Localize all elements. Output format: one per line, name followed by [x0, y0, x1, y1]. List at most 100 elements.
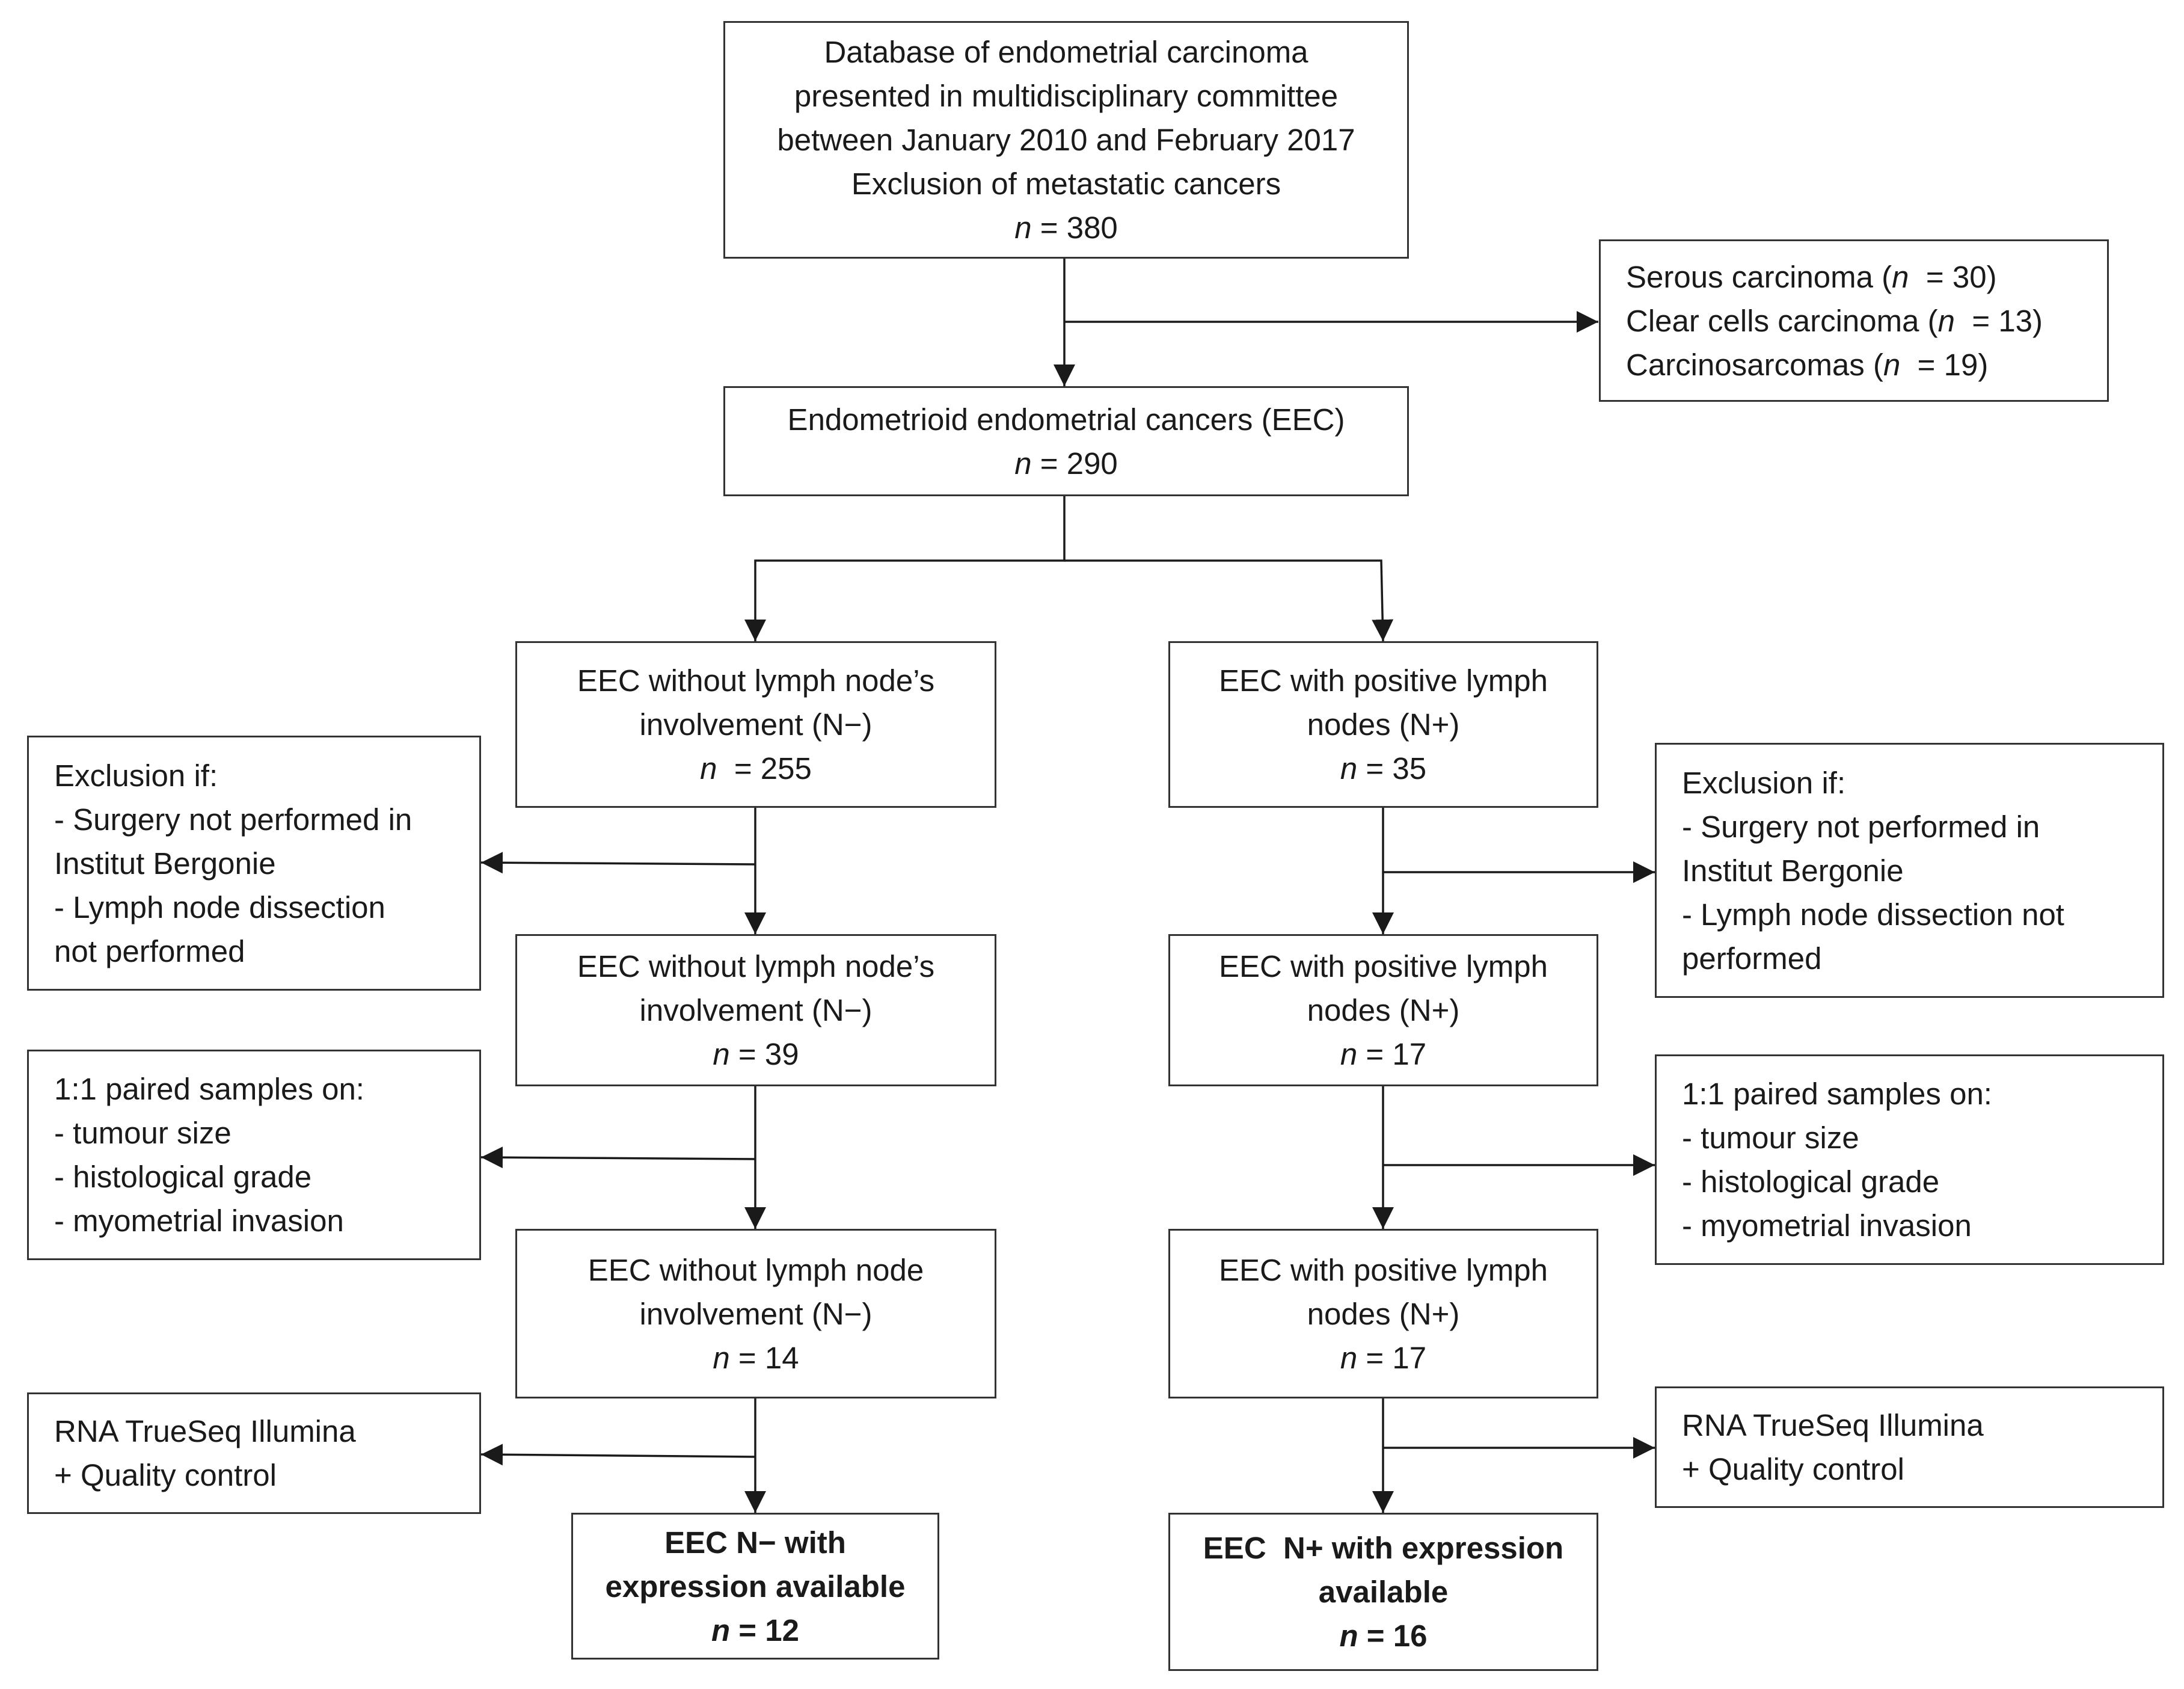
arrow-nneg1-to-excl	[480, 852, 756, 874]
box-text-line: - myometrial invasion	[54, 1199, 344, 1243]
box-text-line: Carcinosarcomas (n = 19)	[1626, 343, 1988, 387]
line-text: = 255	[717, 751, 812, 786]
line-text: = 380	[1031, 211, 1118, 245]
sample-size-symbol: n	[1340, 1037, 1358, 1071]
sample-size-symbol: n	[1937, 303, 1955, 338]
line-text: Exclusion if:	[54, 758, 218, 793]
box-text-line: nodes (N+)	[1307, 703, 1460, 746]
sample-size-symbol: n	[711, 1613, 731, 1647]
line-text: EEC without lymph node’s	[577, 949, 935, 983]
box-text-line: n = 39	[713, 1032, 799, 1076]
box-npos-17: EEC with positive lymph nodes (N+) n = 17	[1168, 934, 1598, 1086]
line-text: Exclusion of metastatic cancers	[851, 167, 1281, 201]
sample-size-symbol: n	[1340, 751, 1358, 786]
line-text: 1:1 paired samples on:	[54, 1072, 364, 1106]
line-text: = 17	[1357, 1340, 1427, 1375]
line-text: - myometrial invasion	[54, 1204, 344, 1238]
box-text-line: expression available	[606, 1564, 906, 1608]
line-text: nodes (N+)	[1307, 707, 1460, 742]
line-text: EEC with positive lymph	[1218, 1252, 1548, 1287]
box-text-line: Institut Bergonie	[1682, 849, 1904, 893]
sample-size-symbol: n	[1883, 347, 1901, 382]
box-text-line: involvement (N−)	[640, 988, 873, 1032]
line-text: involvement (N−)	[639, 993, 873, 1027]
line-text: - Surgery not performed in	[1682, 809, 2040, 844]
box-text-line: Clear cells carcinoma (n = 13)	[1626, 299, 2043, 343]
line-text: = 12	[730, 1613, 799, 1647]
sample-size-symbol: n	[1340, 1340, 1358, 1375]
sample-size-symbol: n	[1014, 446, 1032, 481]
line-text: Institut Bergonie	[1682, 853, 1904, 888]
line-text: Endometrioid endometrial cancers (EEC)	[787, 402, 1345, 437]
arrow-eec-split	[744, 496, 1066, 641]
box-text-line: EEC N− with	[664, 1521, 846, 1564]
box-text-line: 1:1 paired samples on:	[1682, 1072, 1992, 1116]
line-text: RNA TrueSeq Illumina	[1682, 1408, 1984, 1442]
box-text-line: RNA TrueSeq Illumina	[54, 1409, 356, 1453]
line-text: Database of endometrial carcinoma	[824, 35, 1308, 69]
sample-size-symbol: n	[1014, 211, 1032, 245]
line-text: = 39	[729, 1037, 799, 1071]
box-paired-right: 1:1 paired samples on: - tumour size - his…	[1655, 1054, 2164, 1265]
line-text: Institut Bergonie	[54, 846, 276, 881]
line-text: - tumour size	[54, 1116, 232, 1150]
line-text: EEC with positive lymph	[1218, 949, 1548, 983]
box-text-line: EEC with positive lymph	[1219, 944, 1548, 988]
line-text: - Lymph node dissection	[54, 890, 385, 924]
line-text: - Surgery not performed in	[54, 802, 413, 837]
box-rna-left: RNA TrueSeq Illumina + Quality control	[27, 1392, 481, 1514]
box-text-line: n = 16	[1339, 1614, 1427, 1658]
box-text-line: n = 255	[700, 746, 812, 790]
line-text: presented in multidisciplinary committee	[794, 79, 1339, 113]
line-text: = 13)	[1955, 303, 2043, 338]
line-text: involvement (N−)	[639, 707, 873, 742]
sample-size-symbol: n	[713, 1037, 730, 1071]
box-text-line: Institut Bergonie	[54, 841, 276, 885]
box-endometrioid-endometrial-cancers: Endometrioid endometrial cancers (EEC)n …	[723, 386, 1409, 496]
line-text: nodes (N+)	[1307, 993, 1460, 1027]
arrow-nneg3-to-rna	[480, 1444, 756, 1466]
sample-size-symbol: n	[1892, 259, 1909, 294]
line-text: RNA TrueSeq Illumina	[54, 1414, 356, 1448]
line-text: = 14	[729, 1340, 799, 1375]
box-text-line: n = 14	[713, 1336, 799, 1380]
line-text: performed	[1682, 941, 1822, 976]
box-text-line: - Surgery not performed in	[1682, 805, 2040, 849]
box-text-line: EEC without lymph node’s	[577, 944, 934, 988]
box-text-line: presented in multidisciplinary committee	[794, 74, 1338, 118]
sample-size-symbol: n	[713, 1340, 730, 1375]
box-text-line: 1:1 paired samples on:	[54, 1067, 364, 1111]
line-text: - histological grade	[1682, 1164, 1940, 1199]
arrow-nneg2-to-paired	[480, 1146, 756, 1169]
box-text-line: n = 17	[1340, 1336, 1426, 1380]
box-paired-left: 1:1 paired samples on: - tumour size - his…	[27, 1050, 481, 1260]
box-text-line: available	[1319, 1570, 1448, 1614]
box-text-line: + Quality control	[1682, 1447, 1904, 1491]
box-database-endometrial-carcinoma: Database of endometrial carcinoma present…	[723, 21, 1409, 259]
line-text: + Quality control	[1682, 1452, 1904, 1486]
box-text-line: - Lymph node dissection not	[1682, 893, 2064, 937]
box-text-line: - tumour size	[1682, 1116, 1859, 1160]
box-text-line: Database of endometrial carcinoma	[824, 30, 1308, 74]
box-text-line: RNA TrueSeq Illumina	[1682, 1403, 1984, 1447]
box-text-line: EEC without lymph node	[588, 1248, 924, 1292]
line-text: Serous carcinoma (	[1626, 259, 1892, 294]
line-text: 1:1 paired samples on:	[1682, 1077, 1992, 1111]
box-text-line: Exclusion of metastatic cancers	[851, 162, 1281, 206]
line-text: = 17	[1357, 1037, 1427, 1071]
box-text-line: nodes (N+)	[1307, 1292, 1460, 1336]
line-text: = 19)	[1900, 347, 1989, 382]
box-text-line: EEC with positive lymph	[1219, 659, 1548, 703]
box-text-line: + Quality control	[54, 1453, 277, 1497]
box-text-line: not performed	[54, 929, 245, 973]
box-final-nneg: EEC N− with expression available n = 12	[571, 1513, 939, 1660]
line-text: = 16	[1358, 1619, 1428, 1653]
box-text-line: - histological grade	[54, 1155, 311, 1199]
box-text-line: - histological grade	[1682, 1160, 1939, 1204]
line-text: EEC N− with	[664, 1525, 846, 1560]
